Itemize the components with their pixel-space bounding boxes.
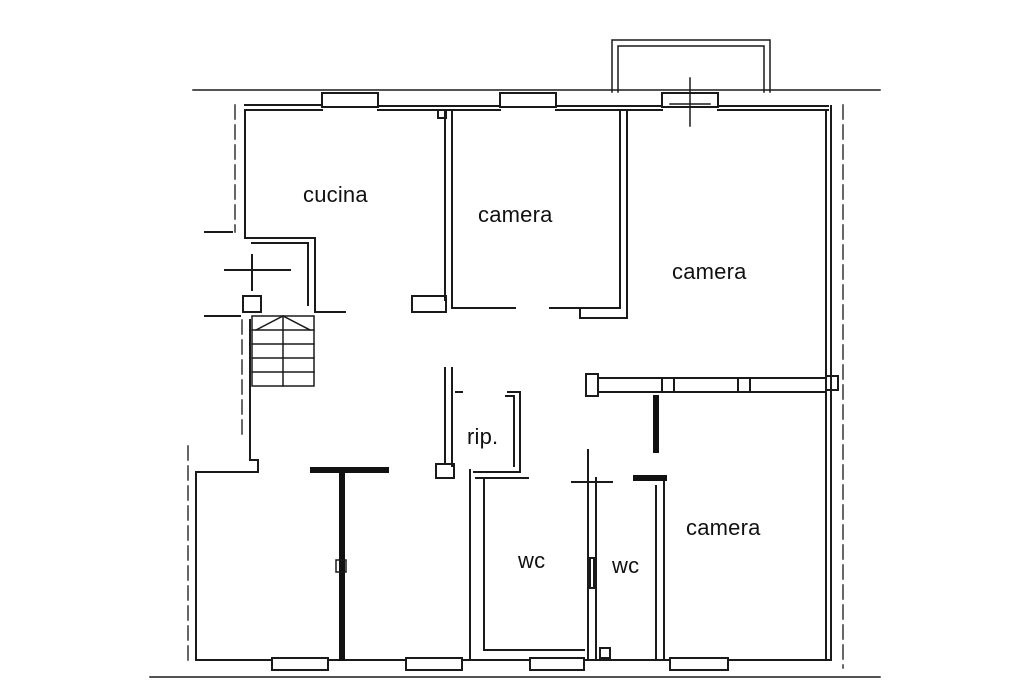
wc-walls — [469, 449, 665, 661]
room-label-wc-2: wc — [612, 553, 640, 578]
site-lines — [149, 89, 881, 678]
balcony — [611, 39, 771, 127]
interior-walls-middle — [585, 373, 839, 397]
room-label-camera-3: camera — [686, 515, 761, 540]
left-wall — [195, 109, 346, 661]
staircase — [251, 315, 315, 387]
room-label-wc-1: wc — [518, 548, 546, 573]
ripostiglio-walls — [435, 367, 521, 479]
room-label-camera-2: camera — [672, 259, 747, 284]
door-markers — [335, 559, 347, 573]
room-label-ripostiglio: rip. — [467, 424, 499, 449]
interior-walls-top — [411, 109, 628, 319]
top-wall — [244, 92, 829, 111]
room-label-cucina: cucina — [303, 182, 368, 207]
room-label-camera-1: camera — [478, 202, 553, 227]
boundary-dashed — [187, 104, 844, 669]
bottom-wall — [195, 657, 832, 671]
structural-beams — [310, 395, 667, 661]
